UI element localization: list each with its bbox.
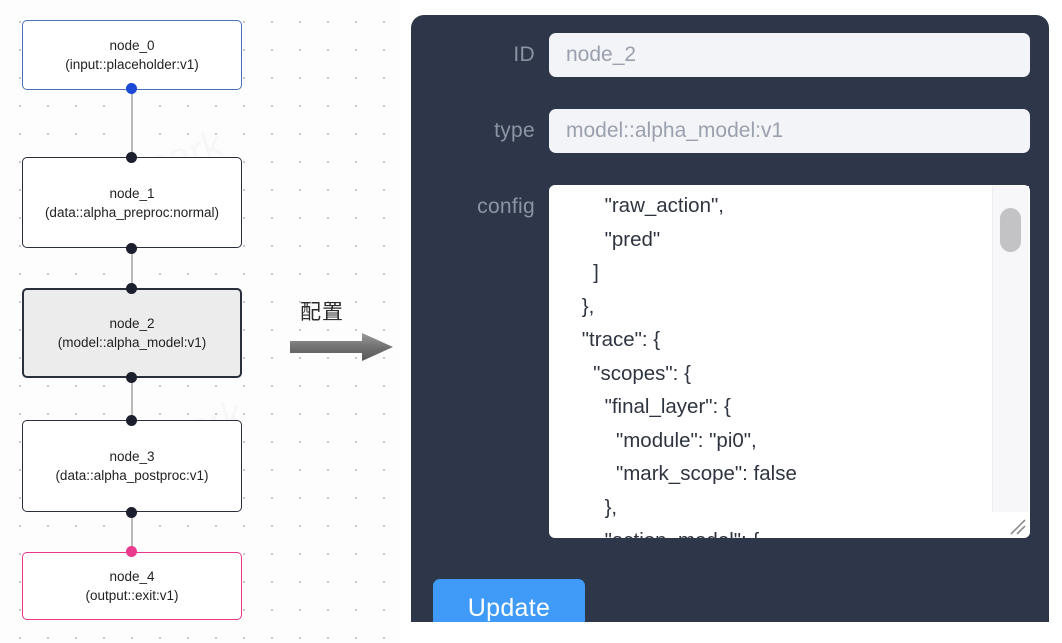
graph-canvas[interactable]: watermark watermark node_0 (input::place…	[0, 0, 400, 643]
graph-node-node_3[interactable]: node_3 (data::alpha_postproc:v1)	[22, 420, 242, 512]
edge-node2-node3	[131, 376, 133, 424]
field-row-config: config "raw_action", "pred" ] }, "trace"…	[411, 185, 1049, 538]
config-textarea[interactable]: "raw_action", "pred" ] }, "trace": { "sc…	[549, 185, 1030, 538]
node-inspector-panel: ID type config "raw_action", "pred" ] },…	[411, 15, 1049, 622]
node-handle-node_1-output[interactable]	[126, 243, 137, 254]
graph-node-node_0[interactable]: node_0 (input::placeholder:v1)	[22, 20, 242, 90]
id-input[interactable]	[549, 33, 1030, 77]
graph-node-node_1[interactable]: node_1 (data::alpha_preproc:normal)	[22, 157, 242, 248]
node-title: node_4	[109, 569, 155, 584]
edge-node3-node4	[131, 510, 133, 556]
node-handle-node_1-input[interactable]	[126, 152, 137, 163]
node-title: node_0	[109, 38, 155, 53]
annotation: 配置	[282, 296, 402, 366]
node-handle-node_4-input[interactable]	[126, 546, 137, 557]
node-handle-node_3-output[interactable]	[126, 507, 137, 518]
graph-node-node_4[interactable]: node_4 (output::exit:v1)	[22, 552, 242, 620]
update-button[interactable]: Update	[433, 579, 585, 622]
node-handle-node_0-output[interactable]	[126, 83, 137, 94]
node-title: node_3	[109, 449, 155, 464]
right-arrow-icon	[290, 333, 393, 361]
node-title: node_2	[109, 316, 155, 331]
node-subtitle: (data::alpha_postproc:v1)	[55, 468, 209, 483]
config-textarea-wrapper: "raw_action", "pred" ] }, "trace": { "sc…	[549, 185, 1030, 538]
node-handle-node_3-input[interactable]	[126, 415, 137, 426]
config-scrollbar-thumb[interactable]	[1000, 208, 1021, 252]
config-scrollbar[interactable]	[992, 186, 1029, 512]
node-subtitle: (model::alpha_model:v1)	[57, 335, 207, 350]
type-label: type	[494, 119, 535, 142]
node-subtitle: (data::alpha_preproc:normal)	[44, 204, 220, 220]
field-row-type: type	[411, 109, 1049, 153]
edge-node0-node1	[131, 88, 133, 160]
node-subtitle: (input::placeholder:v1)	[65, 57, 199, 72]
node-subtitle: (output::exit:v1)	[85, 588, 179, 603]
node-handle-node_2-input[interactable]	[126, 283, 137, 294]
config-label: config	[477, 195, 535, 218]
field-row-id: ID	[411, 33, 1049, 77]
type-input[interactable]	[549, 109, 1030, 153]
edge-node1-node2	[131, 246, 133, 292]
node-handle-node_2-output[interactable]	[126, 372, 137, 383]
id-label: ID	[513, 43, 535, 66]
node-title: node_1	[109, 185, 155, 201]
graph-node-node_2[interactable]: node_2 (model::alpha_model:v1)	[22, 288, 242, 378]
resize-handle-icon[interactable]	[1005, 514, 1027, 536]
annotation-label: 配置	[300, 300, 344, 324]
